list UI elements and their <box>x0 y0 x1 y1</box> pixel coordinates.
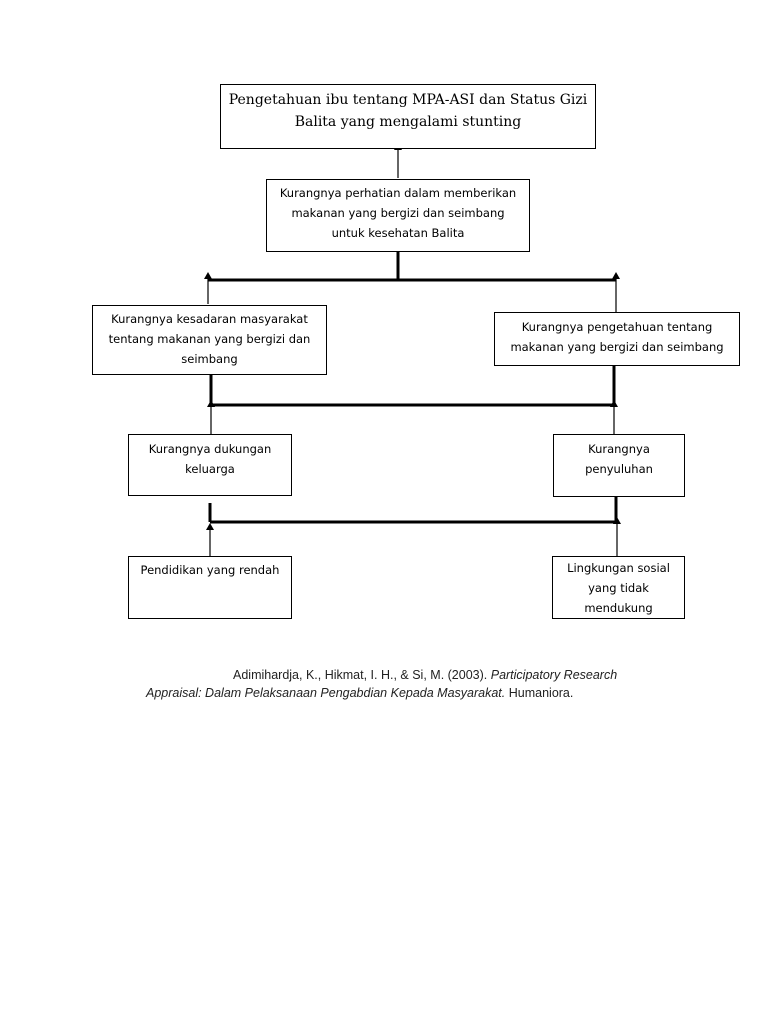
node-counseling-label: Kurangnya penyuluhan <box>585 442 653 476</box>
node-environment: Lingkungan sosial yang tidak mendukung <box>552 556 685 619</box>
node-attention-label: Kurangnya perhatian dalam memberikan mak… <box>279 186 517 240</box>
node-attention: Kurangnya perhatian dalam memberikan mak… <box>266 179 530 252</box>
citation-title-part1: Participatory Research <box>490 668 618 682</box>
node-counseling: Kurangnya penyuluhan <box>553 434 685 497</box>
node-education: Pendidikan yang rendah <box>128 556 292 619</box>
citation: Adimihardja, K., Hikmat, I. H., & Si, M.… <box>146 666 646 702</box>
citation-publisher: Humaniora. <box>508 686 574 700</box>
citation-authors: Adimihardja, K., Hikmat, I. H., & Si, M.… <box>233 668 488 682</box>
node-awareness: Kurangnya kesadaran masyarakat tentang m… <box>92 305 327 375</box>
node-family-support-label: Kurangnya dukungan keluarga <box>148 442 272 476</box>
node-top: Pengetahuan ibu tentang MPA-ASI dan Stat… <box>220 84 596 149</box>
node-top-label: Pengetahuan ibu tentang MPA-ASI dan Stat… <box>228 92 588 130</box>
citation-title-part2: Appraisal: Dalam Pelaksanaan Pengabdian … <box>146 686 506 700</box>
citation-line-1: Adimihardja, K., Hikmat, I. H., & Si, M.… <box>146 666 646 684</box>
node-awareness-label: Kurangnya kesadaran masyarakat tentang m… <box>108 312 311 366</box>
node-environment-label: Lingkungan sosial yang tidak mendukung <box>567 561 670 615</box>
node-education-label: Pendidikan yang rendah <box>140 563 280 577</box>
node-family-support: Kurangnya dukungan keluarga <box>128 434 292 496</box>
node-knowledge-label: Kurangnya pengetahuan tentang makanan ya… <box>510 320 724 354</box>
citation-line-2: Appraisal: Dalam Pelaksanaan Pengabdian … <box>146 686 573 700</box>
node-knowledge: Kurangnya pengetahuan tentang makanan ya… <box>494 312 740 366</box>
